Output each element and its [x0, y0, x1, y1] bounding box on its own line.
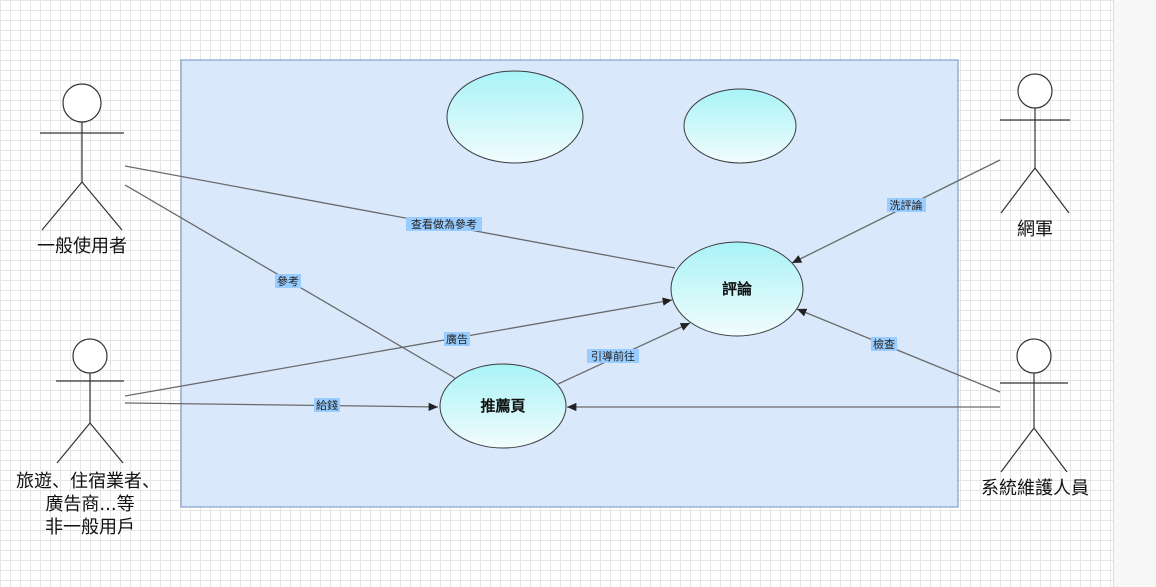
edge-label-guide[interactable]: 引導前往	[591, 349, 635, 363]
edge-general-to-review[interactable]	[124, 165, 676, 269]
edge-admin-to-review[interactable]	[796, 308, 1001, 393]
edge-business-to-recommend[interactable]	[124, 402, 439, 412]
actor-general-user-label: 一般使用者	[37, 236, 127, 257]
edge-label-reference[interactable]: 參考	[277, 274, 299, 288]
actor-troll-label: 網軍	[1017, 219, 1053, 240]
edge-label-spam[interactable]: 洗評論	[890, 198, 923, 212]
edge-label-bg	[871, 337, 897, 351]
usecase-recommend-label: 推薦頁	[480, 397, 525, 415]
usecase-review[interactable]: 評論	[670, 241, 804, 337]
edge-labels: 查看做為參考 參考 廣告 給錢 引導前往 洗評論 檢查	[275, 198, 926, 412]
edge-label-bg	[406, 217, 482, 231]
edge-label-bg	[587, 349, 639, 363]
actor-business-label-1: 旅遊、住宿業者、	[16, 471, 160, 492]
actor-business[interactable]	[56, 338, 124, 464]
edge-label-view-reference[interactable]: 查看做為參考	[411, 217, 477, 231]
actor-business-label-3: 非一般用戶	[45, 517, 135, 538]
edge-label-pay[interactable]: 給錢	[316, 398, 338, 412]
stick-figure-icon	[1000, 73, 1070, 214]
usecase-review-label: 評論	[722, 280, 753, 298]
stick-figure-icon	[56, 338, 124, 464]
usecase-blank-2[interactable]	[683, 88, 797, 164]
edge-label-bg	[275, 274, 301, 288]
usecase-blank-1[interactable]	[446, 70, 584, 164]
edges	[124, 159, 1001, 412]
actor-business-label-2: 廣告商...等	[45, 494, 134, 515]
actor-admin-label: 系統維護人員	[981, 478, 1089, 499]
edge-business-to-review[interactable]	[124, 297, 673, 397]
edge-label-ads[interactable]: 廣告	[446, 332, 468, 346]
edge-label-bg	[444, 332, 470, 346]
actor-troll[interactable]	[1000, 73, 1070, 214]
actor-admin[interactable]	[1000, 338, 1068, 473]
edge-label-inspect[interactable]: 檢查	[873, 337, 895, 351]
stick-figure-icon	[40, 83, 124, 231]
edge-label-bg	[887, 198, 926, 212]
usecase-recommend[interactable]: 推薦頁	[439, 363, 567, 449]
canvas-right-gutter	[1113, 0, 1156, 587]
actor-general-user[interactable]	[40, 83, 124, 231]
stick-figure-icon	[1000, 338, 1068, 473]
edge-label-bg	[314, 398, 340, 412]
